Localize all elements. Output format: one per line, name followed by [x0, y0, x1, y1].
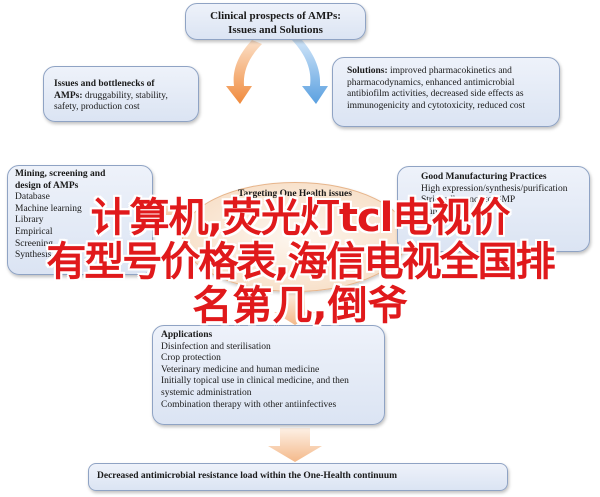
- issues-line3: safety, production cost: [54, 102, 140, 113]
- applications-item: Disinfection and sterilisation: [161, 341, 271, 352]
- solutions-line1: Solutions: improved pharmacokinetics and: [347, 66, 551, 78]
- overlay-line3: 名第几,倒爷: [192, 283, 408, 329]
- solutions-rest: improved pharmacokinetics and: [387, 66, 512, 76]
- onehealth-circle: Targeting One Health issues: [182, 182, 408, 292]
- applications-item: Veterinary medicine and human medicine: [161, 364, 320, 375]
- mining-box: Mining, screening and design of AMPs Dat…: [7, 165, 153, 275]
- solutions-line: pharmacodynamics, enhanced antimicrobial: [347, 77, 515, 88]
- applications-item: Combination therapy with other antiinfec…: [161, 399, 337, 410]
- applications-item: Crop protection: [161, 353, 221, 364]
- mining-title-1: Mining, screening and: [15, 169, 106, 179]
- issues-lead: AMPs:: [54, 90, 83, 101]
- mining-item: Screening: [15, 238, 53, 249]
- issues-title: Issues and bottlenecks of: [54, 79, 155, 89]
- overlay-line1: 计算机,荧光灯tcl电视价: [90, 195, 511, 241]
- issues-box: Issues and bottlenecks of AMPs: druggabi…: [43, 66, 199, 122]
- solutions-line: antibiofilm activities, decreased side e…: [347, 89, 524, 100]
- onehealth-title: Targeting One Health issues: [238, 189, 352, 199]
- arrow-to-solutions: [292, 40, 328, 104]
- mining-item: Library: [15, 215, 44, 226]
- bottom-title: Decreased antimicrobial resistance load …: [97, 471, 398, 481]
- top-box: Clinical prospects of AMPs: Issues and S…: [185, 3, 366, 40]
- good-item: Strict adherence to GMP: [421, 195, 516, 206]
- applications-item: systemic administration: [161, 387, 252, 398]
- arrow-to-applications: [274, 290, 316, 325]
- applications-box: Applications Disinfection and sterilisat…: [152, 325, 385, 425]
- solutions-lead: Solutions:: [347, 66, 388, 76]
- solutions-line: immunogenicity and cytotoxicity, reduced…: [347, 100, 525, 111]
- applications-title: Applications: [161, 330, 213, 340]
- mining-item: Empirical: [15, 226, 53, 237]
- applications-item: Initially topical use in clinical medici…: [161, 376, 349, 387]
- arrow-mining-to-hub: [153, 198, 190, 222]
- mining-item: Synthesis: [15, 250, 52, 261]
- mining-item: Machine learning: [15, 203, 82, 214]
- good-box: Good Manufacturing Practices High expres…: [397, 166, 590, 252]
- mining-title-2: design of AMPs: [15, 180, 79, 191]
- arrow-to-bottom: [268, 428, 322, 462]
- issues-rest: druggability, stability,: [82, 90, 168, 101]
- mining-item: Database: [15, 192, 50, 203]
- bottom-box: Decreased antimicrobial resistance load …: [88, 463, 508, 491]
- top-title: Clinical prospects of AMPs:: [210, 10, 341, 22]
- solutions-box: Solutions: improved pharmacokinetics and…: [332, 57, 560, 127]
- overlay-line2: 有型号价格表,海信电视全国排: [46, 239, 555, 285]
- good-title: Good Manufacturing Practices: [421, 172, 547, 182]
- issues-line2: AMPs: druggability, stability,: [54, 91, 190, 103]
- arrow-to-issues: [226, 40, 262, 104]
- overlay-text: 计算机,荧光灯tcl电视价 有型号价格表,海信电视全国排 名第几,倒爷: [8, 196, 592, 328]
- top-subtitle: Issues and Solutions: [228, 24, 323, 36]
- good-item: Clinical trials: [421, 206, 473, 217]
- good-item: High expression/synthesis/purification: [421, 183, 568, 194]
